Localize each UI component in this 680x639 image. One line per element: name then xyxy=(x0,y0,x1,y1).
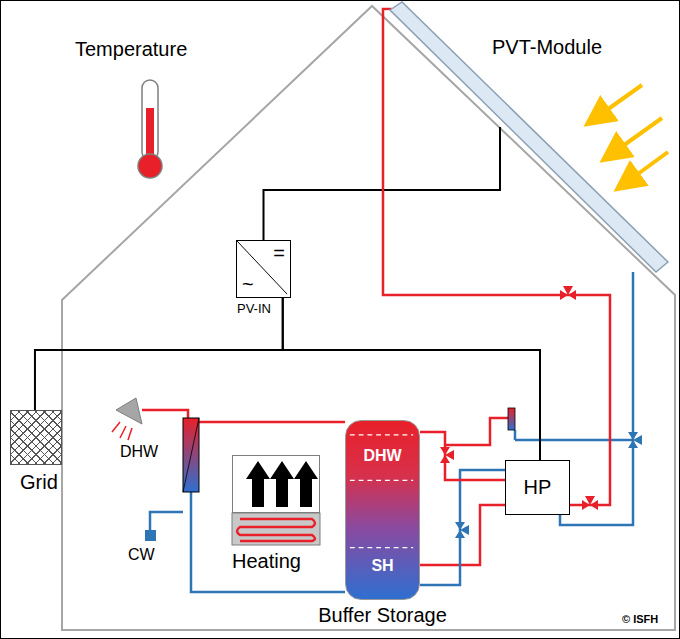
three-way-valve xyxy=(455,522,469,538)
sun-ray xyxy=(590,85,642,122)
heat-arrow xyxy=(270,461,294,507)
zone-boundary xyxy=(350,547,413,548)
node-title: DHW xyxy=(363,447,401,465)
node-title: PVT-Module xyxy=(492,36,602,59)
heat-arrow xyxy=(294,461,318,507)
zone-boundary xyxy=(350,480,413,481)
house-outline xyxy=(62,6,675,630)
three-way-valve xyxy=(440,447,454,463)
node-text: ~ xyxy=(242,273,254,296)
pvt-module: PVT-Module xyxy=(380,2,670,277)
sun-ray xyxy=(606,118,662,158)
sensor-label: Temperature xyxy=(75,38,187,61)
water-spray xyxy=(112,422,132,440)
heating-drawing xyxy=(232,455,320,545)
node-text: Buffer Storage xyxy=(318,604,447,627)
buffer-storage-tank: DHWSHBuffer Storage xyxy=(345,420,420,600)
cold-water-pipe xyxy=(150,512,183,530)
flow-pipe xyxy=(445,418,508,445)
hot-water-pipe xyxy=(142,410,188,418)
heat-arrow xyxy=(246,461,270,507)
zone-boundary xyxy=(350,434,413,435)
return-pipe xyxy=(420,470,505,585)
heat-exchanger-plate xyxy=(183,418,199,492)
node-title: HP xyxy=(524,476,552,499)
heating-box: Heating xyxy=(232,455,320,545)
three-way-valve xyxy=(582,496,598,510)
shower-head-body xyxy=(116,398,142,424)
outlet-label: DHW xyxy=(120,443,158,461)
flow-pipe xyxy=(420,505,505,565)
heat-exchanger xyxy=(183,418,199,492)
node-title: Grid xyxy=(20,471,58,494)
sun-ray xyxy=(620,152,668,187)
node-text: SH xyxy=(371,557,393,575)
thermometer xyxy=(138,80,162,178)
inlet-label: CW xyxy=(128,546,155,564)
shower-head xyxy=(112,398,142,440)
return-pipe xyxy=(515,439,633,442)
node-text: PV-IN xyxy=(237,302,271,317)
copyright-note: © ISFH xyxy=(622,613,658,626)
hot-water-pipe xyxy=(199,421,345,424)
node-title: = xyxy=(273,242,285,265)
floor-slab xyxy=(232,513,320,545)
three-way-valve xyxy=(628,432,642,448)
inverter-box: =~PV-IN xyxy=(236,240,291,298)
cold-water-inlet xyxy=(145,530,156,541)
flow-pipe xyxy=(420,432,505,480)
return-pipe xyxy=(514,430,517,440)
three-way-valve xyxy=(560,286,576,300)
thermometer-bulb xyxy=(138,154,162,178)
heat-exchanger xyxy=(508,408,515,430)
floor-heating-coil xyxy=(237,519,315,541)
node-title: Heating xyxy=(232,550,301,573)
heat-pump-box: HP xyxy=(505,460,570,515)
pvt-panel xyxy=(390,2,668,272)
power-cable xyxy=(35,298,283,410)
grid-box: Grid xyxy=(10,410,62,465)
return-pipe xyxy=(560,272,633,525)
radiator-area xyxy=(233,456,320,513)
